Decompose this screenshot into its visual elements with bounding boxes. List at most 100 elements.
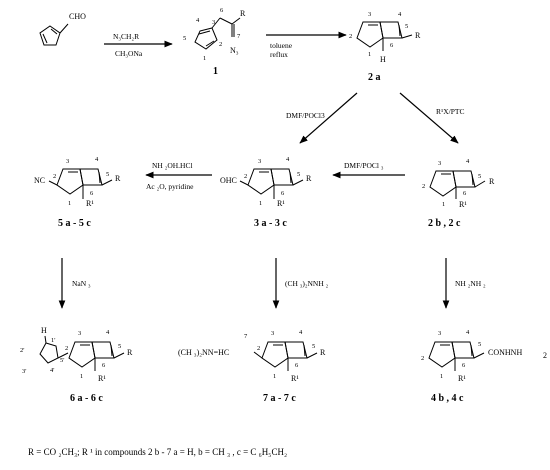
c4b-num-1: 1 — [440, 373, 443, 380]
c2b-num-3: 3 — [438, 160, 441, 167]
compound-2b-structure: 3 4 5 R 2 6 1 R¹ 2 b , 2 c — [422, 158, 495, 229]
c7a-r1: R¹ — [291, 374, 299, 383]
c1-label: 1 — [213, 66, 218, 77]
compound-4b-structure: 3 4 5 2 CONHNH 2 6 1 R¹ 4 b , 4 c — [421, 329, 547, 404]
c6a-num-3p: 3' — [22, 368, 26, 375]
c1-n3: N₃ — [230, 46, 239, 55]
c1-num-1: 1 — [203, 55, 206, 62]
c5a-num-5: 5 — [106, 171, 109, 178]
c5a-num-1: 1 — [68, 200, 71, 207]
c6a-label: 6 a - 6 c — [70, 393, 103, 404]
c2a-num-3: 3 — [368, 11, 371, 18]
c2b-label: 2 b , 2 c — [428, 218, 461, 229]
reagent-ch3ona: CH₃ONa — [115, 49, 143, 58]
c7a-num-4: 4 — [299, 329, 303, 336]
c6a-num-4: 4 — [106, 329, 110, 336]
c3a-ohc: OHC — [220, 176, 237, 185]
compound-2a-structure: 3 4 5 2 R 6 1 H 2 a — [349, 11, 421, 83]
c6a-r1: R¹ — [98, 374, 106, 383]
c2a-num-1: 1 — [368, 51, 371, 58]
arrow-step2: toluene reflux — [266, 31, 347, 59]
c7a-num-5: 5 — [312, 343, 315, 350]
c6a-num-1: 1 — [80, 373, 83, 380]
c6a-r: R — [127, 348, 133, 357]
c4b-substituent: CONHNH — [488, 348, 522, 357]
reagent-n3ch2r: N₃CH₂R — [113, 32, 139, 41]
c2a-num-5: 5 — [405, 23, 408, 30]
arrow-step7: NaN ₃ — [58, 258, 91, 309]
c1-num-7: 7 — [237, 33, 241, 40]
c4b-num-4: 4 — [466, 329, 470, 336]
arrow-step1: N₃CH₂R CH₃ONa — [104, 32, 173, 58]
compound-3a-structure: 3 4 5 OHC 2 R 6 1 R¹ 3 a - 3 c — [220, 156, 312, 229]
c4b-r1: R¹ — [458, 374, 466, 383]
c1-num-6: 6 — [220, 7, 224, 14]
c5a-r: R — [115, 174, 121, 183]
c6a-num-5p: 5' — [60, 357, 64, 364]
c2a-h: H — [380, 55, 386, 64]
c2b-num-2: 2 — [422, 183, 425, 190]
arrow-step3: DMF/POCl3 — [286, 92, 358, 144]
c3a-num-2: 2 — [244, 173, 247, 180]
c4b-num-6: 6 — [462, 362, 466, 369]
c6a-num-2: 2 — [65, 345, 68, 352]
c2b-r1: R¹ — [459, 200, 467, 209]
c2b-r: R — [489, 177, 495, 186]
arrow-step4: R¹X/PTC — [399, 92, 465, 144]
c7a-num-3: 3 — [271, 330, 274, 337]
c1-num-4: 4 — [196, 17, 200, 24]
furaldehyde-structure: CHO — [39, 12, 86, 46]
c4b-num-2: 2 — [421, 355, 424, 362]
compound-1-structure: 4 3 6 R 5 2 7 1 N₃ 1 — [183, 7, 246, 77]
reagent-dmf-pocl3-b: DMF/POCl ₃ — [344, 161, 384, 170]
c3a-num-6: 6 — [281, 190, 285, 197]
c6a-num-1p: 1' — [51, 337, 55, 344]
c5a-num-3: 3 — [66, 158, 69, 165]
reagent-dmf-pocl3-a: DMF/POCl3 — [286, 111, 325, 120]
c2b-num-4: 4 — [466, 158, 470, 165]
c2b-num-5: 5 — [478, 173, 481, 180]
compound-6a-structure: H 1' 2' 3' 4' 5' 2 3 4 5 R 6 1 R¹ 6 a - … — [20, 326, 133, 404]
c4b-num-5: 5 — [478, 341, 481, 348]
c3a-num-5: 5 — [297, 171, 300, 178]
c6a-num-4p: 4' — [50, 367, 54, 374]
c2b-num-6: 6 — [463, 190, 467, 197]
c3a-num-1: 1 — [259, 200, 262, 207]
cho-label: CHO — [69, 12, 86, 21]
c2a-r: R — [415, 31, 421, 40]
c6a-num-3: 3 — [78, 330, 81, 337]
c7a-num-6: 6 — [295, 362, 299, 369]
c4b-label: 4 b , 4 c — [431, 393, 464, 404]
c5a-nc: NC — [34, 176, 45, 185]
c3a-num-4: 4 — [286, 156, 290, 163]
reagent-hydrazine: NH ₂NH ₂ — [455, 279, 486, 288]
compound-7a-structure: 7 3 4 5 (CH ₃)₂NN=HC 2 R 6 1 R¹ 7 a - 7 … — [178, 329, 326, 404]
c2a-label: 2 a — [368, 72, 381, 83]
reagent-nan3: NaN ₃ — [72, 279, 91, 288]
reagent-toluene: toluene — [270, 41, 293, 50]
c1-num-2: 2 — [219, 41, 222, 48]
c6a-num-5: 5 — [118, 343, 121, 350]
c7a-r: R — [320, 348, 326, 357]
footer-note: R = CO ₂CH₃; R ¹ in compounds 2 b - 7 a … — [28, 447, 287, 457]
c5a-num-2: 2 — [53, 173, 56, 180]
c5a-r1: R¹ — [86, 199, 94, 208]
arrow-step5: DMF/POCl ₃ — [332, 161, 405, 179]
c1-num-5: 5 — [183, 35, 186, 42]
arrow-step6: NH ₂OH.HCl Ac ₂O, pyridine — [145, 161, 212, 191]
c2a-num-2: 2 — [349, 33, 352, 40]
reagent-r1x-ptc: R¹X/PTC — [436, 107, 465, 116]
c7a-num-7: 7 — [244, 333, 248, 340]
c2a-num-6: 6 — [390, 42, 394, 49]
c4b-num-3: 3 — [438, 330, 441, 337]
reagent-ac2o: Ac ₂O, pyridine — [146, 182, 194, 191]
c5a-label: 5 a - 5 c — [58, 218, 91, 229]
c7a-num-1: 1 — [273, 373, 276, 380]
c1-num-3: 3 — [212, 19, 215, 26]
reagent-dimethylhydrazine: (CH ₃)₂NNH ₂ — [285, 279, 329, 288]
c3a-label: 3 a - 3 c — [254, 218, 287, 229]
c5a-num-4: 4 — [95, 156, 99, 163]
arrow-step9: NH ₂NH ₂ — [442, 258, 486, 309]
c7a-label: 7 a - 7 c — [263, 393, 296, 404]
